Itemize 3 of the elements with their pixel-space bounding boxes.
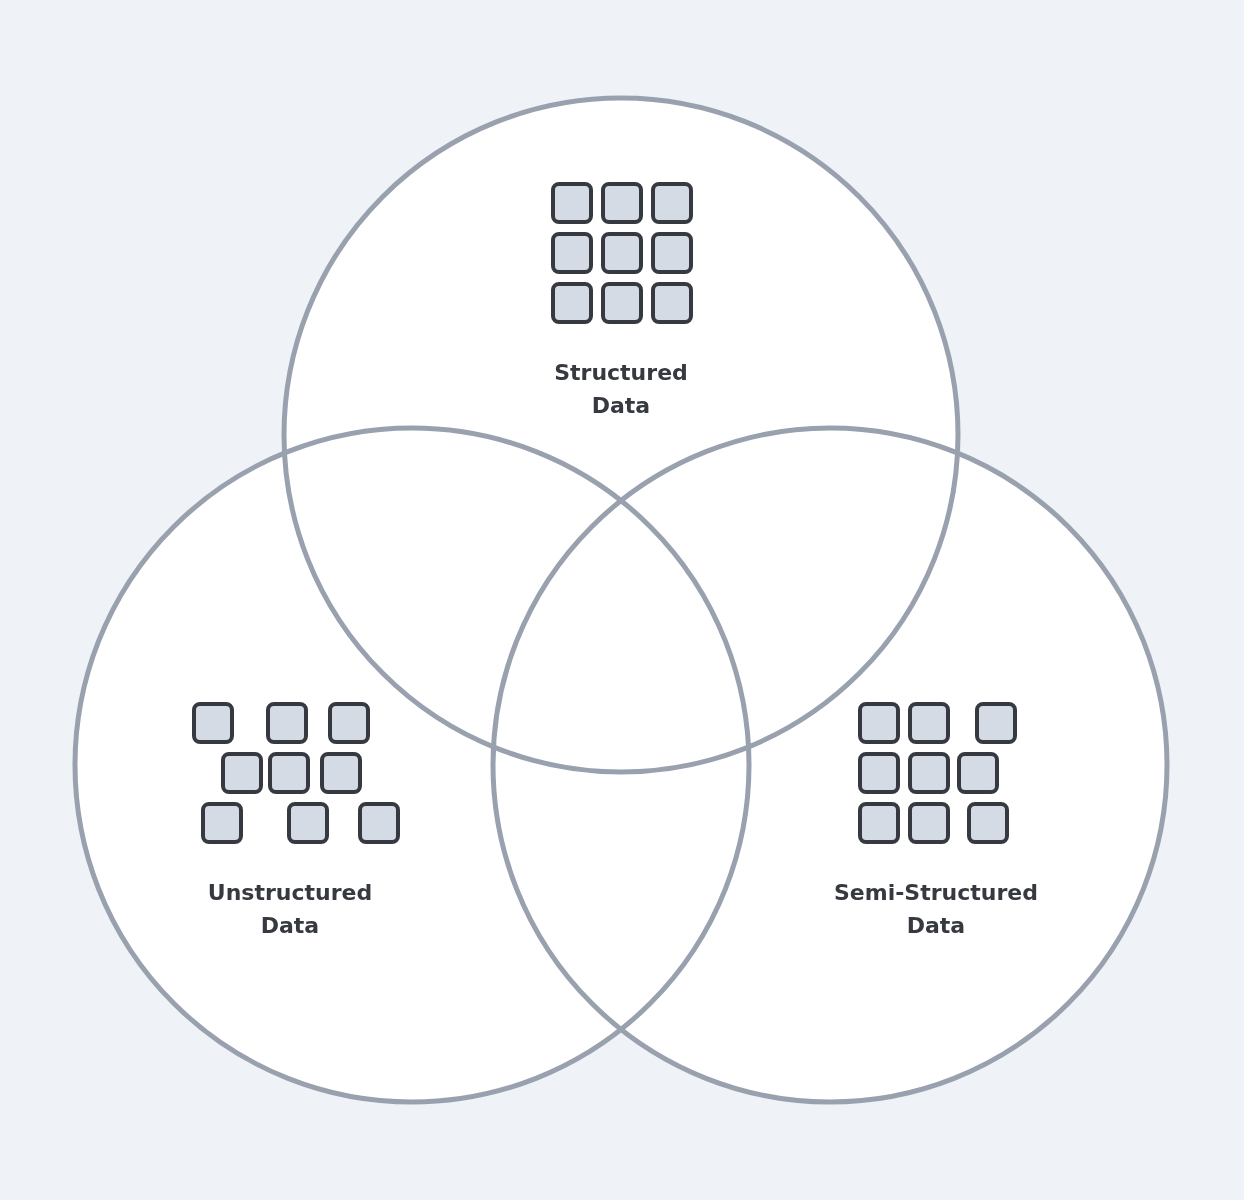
circle-label: Semi-Structured Data — [833, 879, 1039, 940]
circle-label: Unstructured Data — [206, 879, 374, 940]
circle-label: Structured Data — [553, 359, 689, 420]
